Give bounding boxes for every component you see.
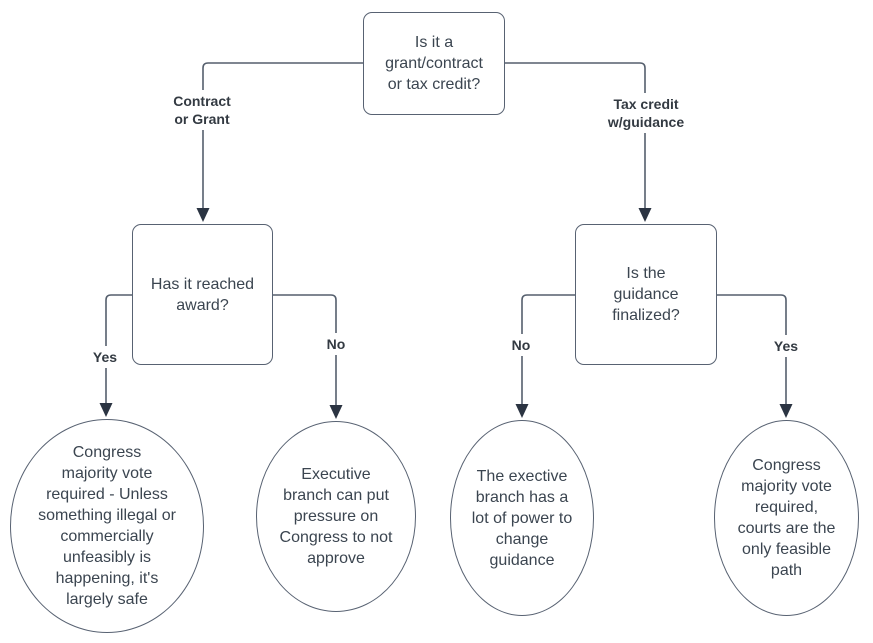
connector-left-no [273,294,337,411]
decision-node-root-text: Is it a grant/contract or tax credit? [385,34,483,93]
outcome-node-congress-vote-courts-text: Congress majority vote required, courts … [737,457,836,579]
decision-node-award-text: Has it reached award? [150,275,255,314]
edge-label-no-right: No [506,334,536,356]
connector-root-to-right-decision [505,62,646,214]
outcome-node-congress-vote-courts: Congress majority vote required, courts … [714,420,859,616]
arrowhead-outcome-1 [99,403,113,417]
outcome-node-congress-vote-safe-text: Congress majority vote required - Unless… [38,444,176,608]
arrowhead-right-decision [638,208,652,222]
arrowhead-outcome-3 [515,404,529,418]
arrowhead-outcome-4 [779,404,793,418]
connector-right-yes [717,294,787,410]
connector-root-to-left-decision [202,62,363,214]
connector-right-no [521,294,575,410]
outcome-node-executive-change-guidance-text: The exective branch has a lot of power t… [471,467,573,569]
edge-label-yes-right: Yes [768,335,804,357]
arrowhead-left-decision [196,208,210,222]
outcome-node-executive-pressure-text: Executive branch can put pressure on Con… [279,466,393,567]
outcome-node-executive-pressure: Executive branch can put pressure on Con… [256,421,416,612]
decision-node-guidance: Is the guidance finalized? [575,224,717,365]
edge-label-contract-or-grant: Contract or Grant [168,90,236,130]
decision-node-award: Has it reached award? [132,224,273,365]
connector-left-yes [105,294,132,409]
edge-label-no-left: No [321,333,351,355]
outcome-node-congress-vote-safe: Congress majority vote required - Unless… [10,419,204,633]
edge-label-yes-left: Yes [87,346,123,368]
arrowhead-outcome-2 [329,405,343,419]
outcome-node-executive-change-guidance: The exective branch has a lot of power t… [450,420,594,616]
edge-label-tax-credit-w-guidance: Tax credit w/guidance [602,93,690,133]
decision-node-root: Is it a grant/contract or tax credit? [363,12,505,115]
decision-node-guidance-text: Is the guidance finalized? [612,265,680,324]
